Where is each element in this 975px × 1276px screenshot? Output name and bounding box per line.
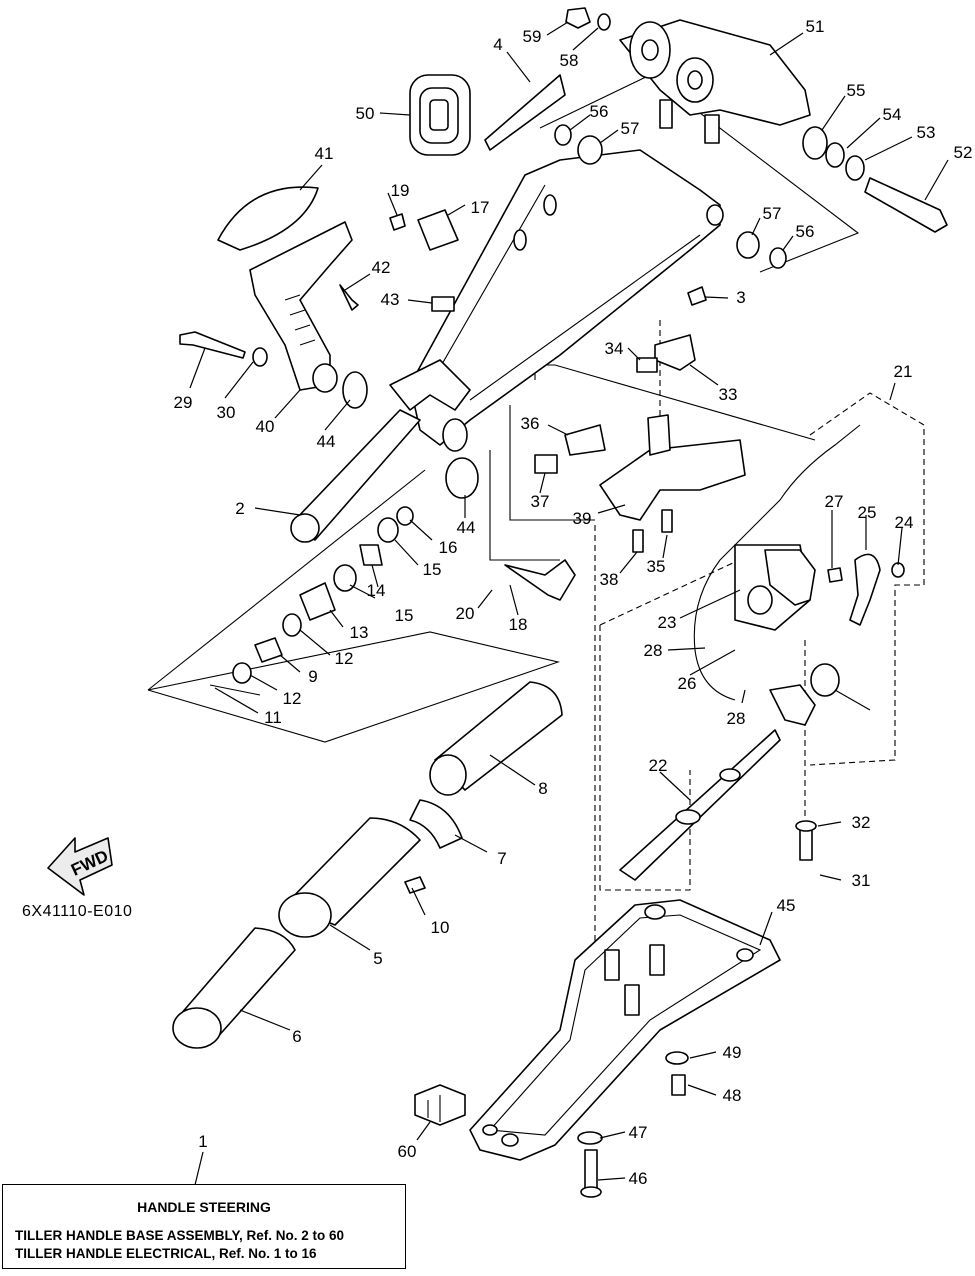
fwd-arrow-icon: FWD [47, 837, 113, 896]
callout-44b: 44 [457, 518, 476, 537]
callout-43: 43 [381, 290, 400, 309]
callout-51: 51 [806, 17, 825, 36]
callout-21: 21 [894, 362, 913, 381]
callout-36: 36 [521, 414, 540, 433]
callout-6: 6 [292, 1027, 301, 1046]
callout-9: 9 [308, 667, 317, 686]
callout-31: 31 [852, 871, 871, 890]
callout-14: 14 [367, 581, 386, 600]
callout-20: 20 [456, 604, 475, 623]
connector [414, 1084, 466, 1126]
callout-56b: 56 [796, 222, 815, 241]
callout-48: 48 [723, 1086, 742, 1105]
electrical-switches [619, 424, 905, 881]
callout-45: 45 [777, 896, 796, 915]
callout-10: 10 [431, 918, 450, 937]
callout-27: 27 [825, 492, 844, 511]
callout-35: 35 [647, 557, 666, 576]
callout-42: 42 [372, 258, 391, 277]
callout-15a: 15 [423, 560, 442, 579]
callout-34: 34 [605, 339, 624, 358]
switch-brackets [534, 334, 746, 553]
callout-41: 41 [315, 144, 334, 163]
callout-38: 38 [600, 570, 619, 589]
callout-28b: 28 [727, 709, 746, 728]
callout-18: 18 [509, 615, 528, 634]
leader-lines [189, 21, 949, 1186]
grip-head [217, 186, 353, 393]
callout-24: 24 [895, 513, 914, 532]
callout-16: 16 [439, 538, 458, 557]
callout-32: 32 [852, 813, 871, 832]
callout-52: 52 [954, 143, 973, 162]
callout-15b: 15 [395, 606, 414, 625]
steering-bracket [619, 19, 811, 144]
callout-54: 54 [883, 105, 902, 124]
callout-29: 29 [174, 393, 193, 412]
callout-11: 11 [264, 708, 282, 727]
fasteners [179, 209, 479, 499]
callout-1: 1 [198, 1132, 207, 1151]
legend-title: HANDLE STEERING [137, 1199, 271, 1215]
callout-8: 8 [538, 779, 547, 798]
callout-13: 13 [350, 623, 369, 642]
legend-line: TILLER HANDLE ELECTRICAL, Ref. No. 1 to … [15, 1246, 317, 1261]
callout-49: 49 [723, 1043, 742, 1062]
callout-3: 3 [736, 288, 745, 307]
diagram-code: 6X41110-E010 [22, 903, 133, 920]
callout-44a: 44 [317, 432, 336, 451]
callout-2: 2 [235, 499, 244, 518]
tiller-arm [409, 74, 724, 446]
callout-4: 4 [493, 35, 502, 54]
callout-22: 22 [649, 756, 668, 775]
callout-57a: 57 [621, 119, 640, 138]
callout-28a: 28 [644, 641, 663, 660]
callout-57b: 57 [763, 204, 782, 223]
grip-tubes [172, 681, 563, 1049]
callout-39: 39 [573, 509, 592, 528]
callout-numbers: 1 2 3 4 5 6 7 8 9 10 11 12 12 13 14 15 1… [174, 17, 973, 1188]
callout-25: 25 [858, 503, 877, 522]
throttle-shaft [209, 359, 576, 696]
callout-19: 19 [391, 181, 410, 200]
callout-60: 60 [398, 1142, 417, 1161]
callout-59: 59 [523, 27, 542, 46]
legend-line: TILLER HANDLE BASE ASSEMBLY, Ref. No. 2 … [15, 1228, 345, 1243]
callout-5: 5 [373, 949, 382, 968]
callout-56a: 56 [590, 102, 609, 121]
callout-12b: 12 [283, 689, 302, 708]
callout-23: 23 [658, 613, 677, 632]
callout-50: 50 [356, 104, 375, 123]
bracket-hardware [554, 7, 948, 306]
callout-46: 46 [629, 1169, 648, 1188]
legend-box: HANDLE STEERING TILLER HANDLE BASE ASSEM… [2, 1184, 406, 1269]
callout-33: 33 [719, 385, 738, 404]
callout-7: 7 [497, 849, 506, 868]
callout-53: 53 [917, 123, 936, 142]
callout-55: 55 [847, 81, 866, 100]
base-plate [469, 899, 781, 1198]
callout-26: 26 [678, 674, 697, 693]
callout-17: 17 [471, 198, 490, 217]
callout-58: 58 [560, 51, 579, 70]
callout-40: 40 [256, 417, 275, 436]
callout-37: 37 [531, 492, 550, 511]
callout-30: 30 [217, 403, 236, 422]
callout-12a: 12 [335, 649, 354, 668]
grommet [409, 74, 471, 156]
callout-47: 47 [629, 1123, 648, 1142]
